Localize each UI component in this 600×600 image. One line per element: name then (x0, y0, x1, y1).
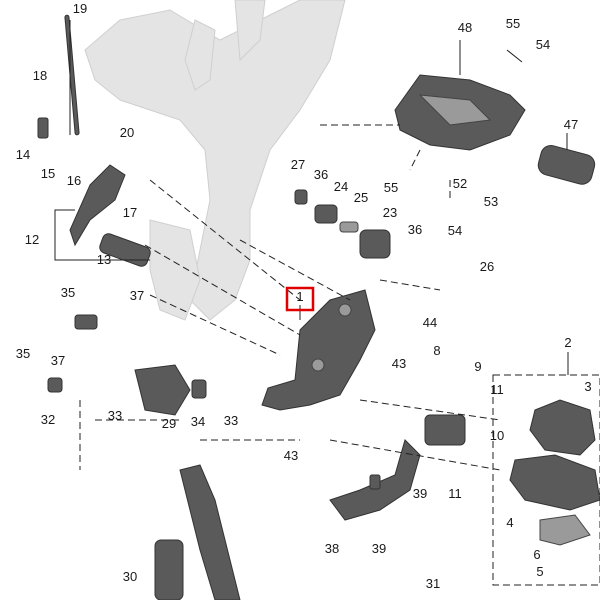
callout-32: 32 (41, 412, 55, 427)
callout-11: 11 (448, 486, 462, 501)
callout-43: 43 (284, 448, 298, 463)
callout-10: 10 (490, 428, 504, 443)
callout-39: 39 (413, 486, 427, 501)
callout-14: 14 (16, 147, 30, 162)
passenger-footpeg (537, 144, 596, 185)
callout-12: 12 (25, 232, 39, 247)
small-fasteners (37, 14, 466, 490)
callout-6: 6 (533, 547, 540, 562)
callout-11: 11 (490, 382, 504, 397)
callout-26: 26 (480, 259, 494, 274)
callout-19: 19 (73, 1, 87, 16)
callout-5: 5 (536, 564, 543, 579)
callout-34: 34 (191, 414, 205, 429)
callout-4: 4 (506, 515, 513, 530)
callout-23: 23 (383, 205, 397, 220)
callout-43: 43 (392, 356, 406, 371)
callout-53: 53 (484, 194, 498, 209)
callout-55: 55 (384, 180, 398, 195)
callout-52: 52 (453, 176, 467, 191)
rider-footpeg (509, 399, 600, 546)
callout-1: 1 (296, 289, 303, 304)
left-bracket (69, 164, 151, 267)
callout-2: 2 (564, 335, 571, 350)
callout-15: 15 (41, 166, 55, 181)
callout-20: 20 (120, 125, 134, 140)
callout-44: 44 (423, 315, 437, 330)
callout-31: 31 (426, 576, 440, 591)
callout-30: 30 (123, 569, 137, 584)
callout-37: 37 (51, 353, 65, 368)
callout-54: 54 (536, 37, 550, 52)
callout-3: 3 (584, 379, 591, 394)
frame-silhouette (84, 0, 346, 321)
callout-33: 33 (108, 408, 122, 423)
callout-48: 48 (458, 20, 472, 35)
brake-pedal-linkage (154, 464, 241, 600)
callout-36: 36 (314, 167, 328, 182)
callout-13: 13 (97, 252, 111, 267)
callout-39: 39 (372, 541, 386, 556)
callout-24: 24 (334, 179, 348, 194)
callout-17: 17 (123, 205, 137, 220)
callout-25: 25 (354, 190, 368, 205)
mount-plate (134, 364, 207, 416)
callout-54: 54 (448, 223, 462, 238)
leader-lines (54, 20, 569, 375)
callout-36: 36 (408, 222, 422, 237)
callout-38: 38 (325, 541, 339, 556)
highlight-box (285, 286, 315, 312)
passenger-footrest-bracket (394, 74, 526, 151)
callout-55: 55 (506, 16, 520, 31)
callout-35: 35 (61, 285, 75, 300)
callout-8: 8 (433, 343, 440, 358)
callout-27: 27 (291, 157, 305, 172)
callout-37: 37 (130, 288, 144, 303)
callout-47: 47 (564, 117, 578, 132)
callout-33: 33 (224, 413, 238, 428)
callout-9: 9 (474, 359, 481, 374)
callout-29: 29 (162, 416, 176, 431)
callout-16: 16 (67, 173, 81, 188)
callout-35: 35 (16, 346, 30, 361)
callout-18: 18 (33, 68, 47, 83)
assembly-dashed-lines (79, 124, 600, 586)
main-footrest-bracket (261, 289, 376, 411)
